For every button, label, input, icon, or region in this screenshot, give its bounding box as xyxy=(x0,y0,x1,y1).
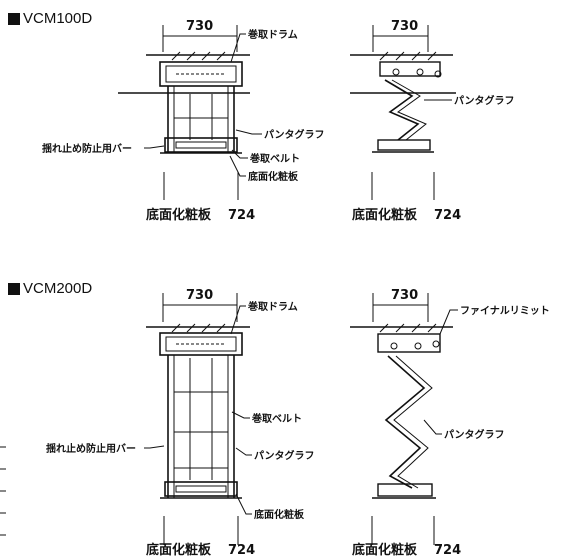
model-heading-vcm100d: VCM100D xyxy=(8,10,92,27)
margin-tick-marks xyxy=(0,446,6,536)
bottom-board-label: 底面化粧板 xyxy=(352,207,418,223)
square-bullet-icon xyxy=(8,282,20,295)
width-dimension-label: 730 xyxy=(391,288,418,303)
model-heading-vcm200d: VCM200D xyxy=(8,280,92,297)
vcm200d-front-view xyxy=(144,293,252,545)
bottom-board-label: 底面化粧板 xyxy=(146,542,212,557)
bottom-dimension-label: 724 xyxy=(434,543,461,557)
callout-pantograph: パンタグラフ xyxy=(454,94,515,107)
model-title: VCM200D xyxy=(23,280,93,297)
callout-bottom-board: 底面化粧板 xyxy=(254,508,305,521)
callout-pantograph: パンタグラフ xyxy=(264,128,325,141)
bottom-dimension-label: 724 xyxy=(434,208,461,223)
width-dimension-label: 730 xyxy=(391,19,418,34)
callout-drum: 巻取ドラム xyxy=(247,28,298,41)
bottom-dimension-label: 724 xyxy=(228,543,255,557)
width-dimension-label: 730 xyxy=(186,19,213,34)
vcm200d-side-view xyxy=(350,293,458,545)
callout-pantograph: パンタグラフ xyxy=(444,428,505,441)
bottom-dimension-label: 724 xyxy=(228,208,255,223)
vcm100d-side-view xyxy=(350,25,456,200)
callout-belt: 巻取ベルト xyxy=(249,152,300,165)
callout-final-limit: ファイナルリミット xyxy=(460,305,550,317)
callout-bottom-board: 底面化粧板 xyxy=(248,170,299,183)
model-title: VCM100D xyxy=(23,10,93,27)
callout-pantograph: パンタグラフ xyxy=(254,449,315,462)
callout-drum: 巻取ドラム xyxy=(247,300,298,313)
callout-belt: 巻取ベルト xyxy=(251,412,302,425)
bottom-board-label: 底面化粧板 xyxy=(146,207,212,223)
callout-sway-bar: 揺れ止め防止用バー xyxy=(42,142,132,155)
square-bullet-icon xyxy=(8,12,20,25)
callout-sway-bar: 揺れ止め防止用バー xyxy=(46,442,136,455)
bottom-board-label: 底面化粧板 xyxy=(352,542,418,557)
width-dimension-label: 730 xyxy=(186,288,213,303)
vcm100d-front-view xyxy=(118,25,262,200)
